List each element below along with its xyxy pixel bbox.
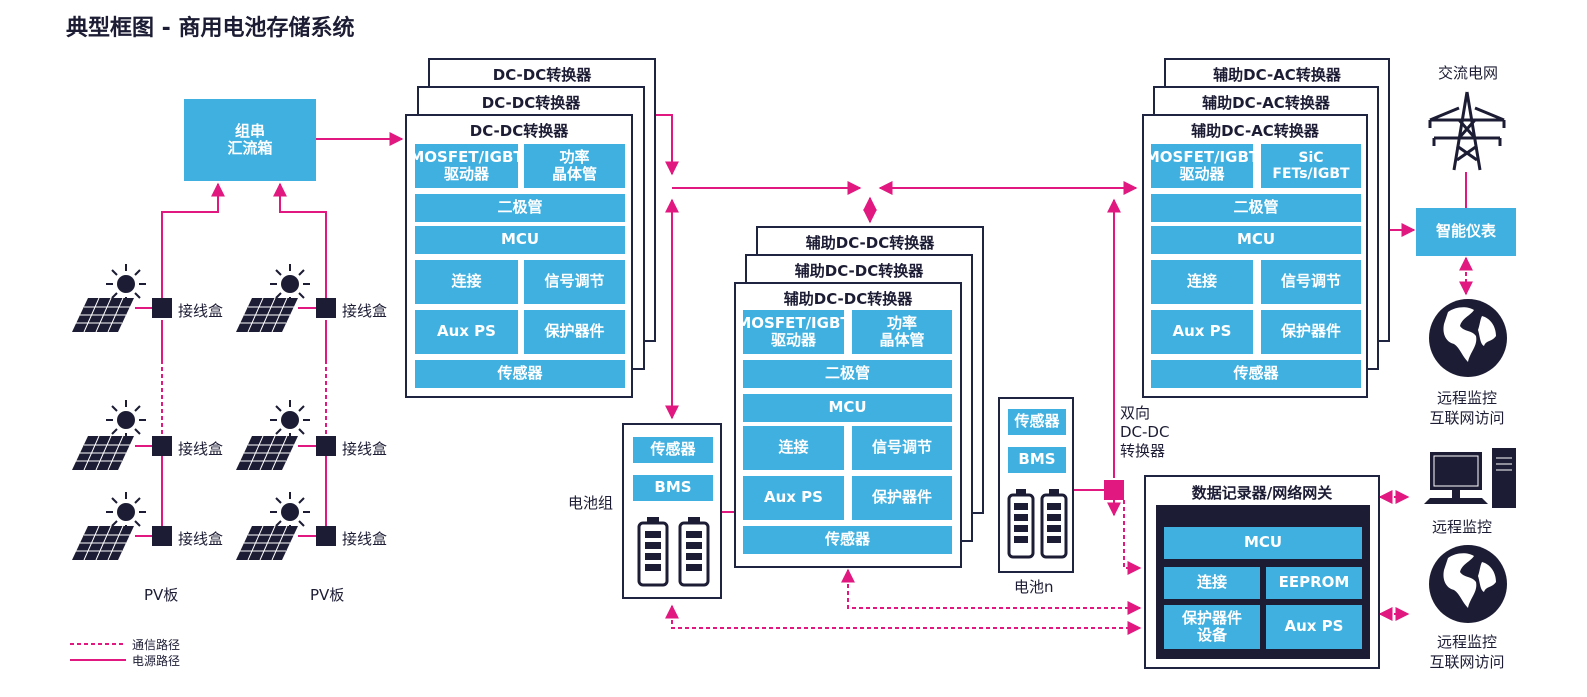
block-sensor: 传感器: [1151, 360, 1361, 388]
junction-label: 接线盒: [342, 302, 388, 320]
block-sensor: 传感器: [415, 360, 625, 388]
remote-internet-label: 远程监控 互联网访问: [1429, 389, 1505, 427]
block-connectivity: 连接: [743, 426, 844, 470]
junction-label: 接线盒: [342, 530, 388, 548]
solar-panel-icon: [72, 526, 134, 561]
block-diode: 二极管: [1151, 194, 1361, 222]
block-transistor: 功率 晶体管: [852, 310, 952, 354]
sun-icon: [106, 264, 146, 304]
aux-dcac-title: 辅助DC-AC转换器: [1213, 66, 1341, 84]
block-mcu: MCU: [1164, 527, 1362, 559]
datalogger-title: 数据记录器/网络网关: [1191, 484, 1333, 502]
globe-icon: [1429, 299, 1507, 377]
block-driver: MOSFET/IGBT 驱动器: [736, 310, 851, 354]
block-bms: BMS: [1008, 447, 1066, 473]
solar-panel-icon: [236, 526, 298, 561]
block-protection: 保护器件: [1261, 310, 1361, 354]
datalogger-inner: MCU 连接 EEPROM 保护器件 设备 Aux PS: [1156, 505, 1370, 659]
globe-icon: [1429, 545, 1507, 623]
sun-icon: [270, 400, 310, 440]
computer-icon: [1424, 448, 1516, 508]
aux-dcac-converter: 辅助DC-AC转换器 MOSFET/IGBT 驱动器 SiC FETs/IGBT…: [1142, 114, 1368, 398]
block-eeprom: EEPROM: [1266, 567, 1362, 599]
junction-box: [316, 298, 336, 318]
block-signal: 信号调节: [852, 426, 952, 470]
block-mcu: MCU: [415, 226, 625, 254]
block-sic: SiC FETs/IGBT: [1261, 144, 1361, 188]
remote-monitor-label: 远程监控: [1432, 518, 1493, 536]
solar-panel-icon: [236, 436, 298, 471]
combiner-box: 组串 汇流箱: [184, 99, 316, 181]
block-signal: 信号调节: [1261, 260, 1361, 304]
dcdc-title: DC-DC转换器: [469, 122, 569, 140]
block-driver: MOSFET/IGBT 驱动器: [1145, 144, 1259, 188]
battery-cells-icon: [637, 517, 710, 587]
block-auxps: Aux PS: [1151, 310, 1253, 354]
junction-box: [152, 436, 172, 456]
battery-n: 传感器 BMS: [998, 397, 1074, 573]
smart-meter: 智能仪表: [1416, 208, 1516, 256]
junction-box: [152, 526, 172, 546]
dcdc-title: DC-DC转换器: [492, 66, 592, 84]
aux-dcdc-title: 辅助DC-DC转换器: [794, 262, 924, 280]
aux-dcdc-title: 辅助DC-DC转换器: [805, 234, 935, 252]
junction-box: [316, 526, 336, 546]
block-protection: 保护器件: [524, 310, 625, 354]
block-auxps: Aux PS: [1266, 605, 1362, 649]
junction-box: [316, 436, 336, 456]
junction-label: 接线盒: [178, 440, 224, 458]
dcdc-title: DC-DC转换器: [481, 94, 581, 112]
block-driver: MOSFET/IGBT 驱动器: [409, 144, 524, 188]
power-tower-icon: [1428, 91, 1506, 171]
block-sensor: 传感器: [1008, 409, 1066, 435]
block-mcu: MCU: [743, 394, 952, 422]
block-connectivity: 连接: [1151, 260, 1253, 304]
battery-n-label: 电池n: [1014, 578, 1054, 596]
sun-icon: [270, 264, 310, 304]
datalogger: 数据记录器/网络网关 MCU 连接 EEPROM 保护器件 设备 Aux PS: [1144, 475, 1380, 669]
dcdc-converter: DC-DC转换器 MOSFET/IGBT 驱动器 功率 晶体管 二极管 MCU …: [405, 114, 633, 398]
page-title: 典型框图 - 商用电池存储系统: [66, 16, 355, 41]
bidir-converter-box: [1104, 480, 1124, 500]
legend-comm: 通信路径: [132, 638, 181, 652]
remote-internet-label: 远程监控 互联网访问: [1429, 633, 1505, 671]
solar-panel-icon: [236, 298, 298, 333]
block-diode: 二极管: [743, 360, 952, 388]
junction-label: 接线盒: [178, 530, 224, 548]
block-bms: BMS: [633, 475, 713, 501]
bidir-label: 双向 DC-DC 转换器: [1120, 404, 1170, 460]
battery-pack: 传感器 BMS: [622, 423, 722, 599]
aux-dcac-title: 辅助DC-AC转换器: [1202, 94, 1330, 112]
sun-icon: [106, 400, 146, 440]
junction-label: 接线盒: [342, 440, 388, 458]
legend-power: 电源路径: [132, 654, 181, 668]
junction-box: [152, 298, 172, 318]
aux-dcdc-converter: 辅助DC-DC转换器 MOSFET/IGBT 驱动器 功率 晶体管 二极管 MC…: [734, 282, 962, 568]
junction-label: 接线盒: [178, 302, 224, 320]
block-connectivity: 连接: [1164, 567, 1260, 599]
block-sensor: 传感器: [743, 526, 952, 554]
aux-dcac-title: 辅助DC-AC转换器: [1191, 122, 1319, 140]
block-auxps: Aux PS: [415, 310, 518, 354]
block-connectivity: 连接: [415, 260, 518, 304]
solar-panel-icon: [72, 298, 134, 333]
pv-label: PV板: [310, 586, 345, 604]
block-signal: 信号调节: [524, 260, 625, 304]
block-transistor: 功率 晶体管: [524, 144, 625, 188]
block-auxps: Aux PS: [743, 476, 844, 520]
block-sensor: 传感器: [633, 437, 713, 463]
block-mcu: MCU: [1151, 226, 1361, 254]
battery-pack-label: 电池组: [568, 494, 614, 512]
block-protection: 保护器件: [852, 476, 952, 520]
pv-label: PV板: [144, 586, 179, 604]
ac-grid-label: 交流电网: [1438, 64, 1499, 82]
battery-cells-icon: [1007, 489, 1068, 559]
block-protection: 保护器件 设备: [1164, 605, 1260, 649]
solar-panel-icon: [72, 436, 134, 471]
aux-dcdc-title: 辅助DC-DC转换器: [783, 290, 913, 308]
block-diode: 二极管: [415, 194, 625, 222]
